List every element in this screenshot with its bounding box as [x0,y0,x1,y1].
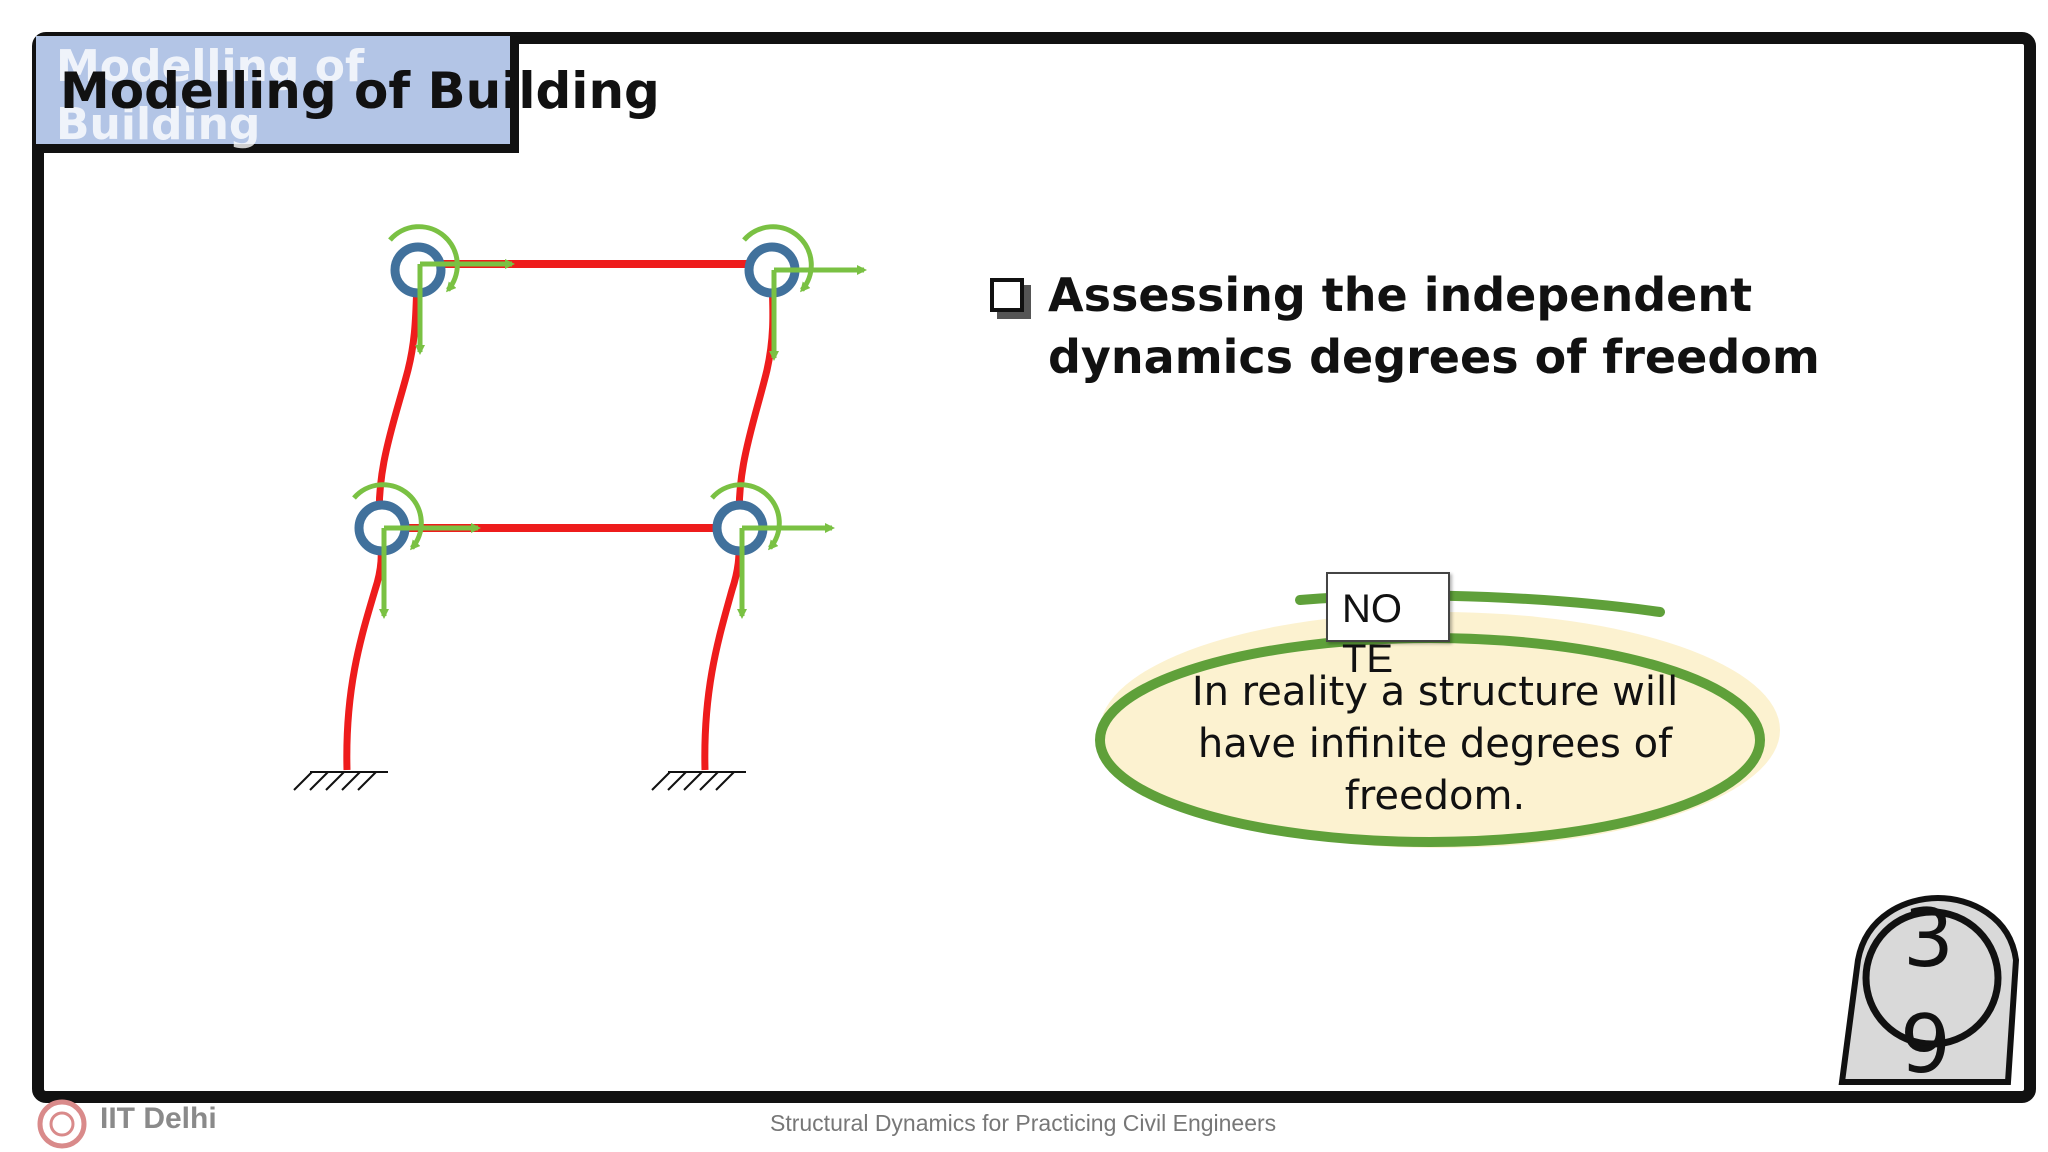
rotation-arrow-icon [388,224,460,293]
rotation-arrow-icon [742,224,814,293]
slide-title: Modelling of Building [60,62,660,120]
title-shadow-text: Modelling of Building [56,41,365,150]
title-box: Modelling of Building [36,36,519,153]
note-text: In reality a structure will have infinit… [1191,669,1679,819]
slide-frame [32,32,2036,1103]
fixed-support-icon [293,771,388,791]
svg-text:3: 3 [1903,892,1954,985]
node-top-right [742,224,867,361]
rotation-arrow-icon [352,482,424,551]
svg-text:9: 9 [1900,998,1951,1091]
rotation-arrow-icon [710,482,782,551]
square-bullet-icon [990,278,1024,312]
footer-institute: IIT Delhi [100,1102,217,1135]
fixed-support-icon [651,771,746,791]
node-mid-left [352,482,481,619]
node-top-left [388,224,515,355]
note-tab-label: NOTE [1342,587,1402,681]
node-mid-right [710,482,835,619]
footer-course-title: Structural Dynamics for Practicing Civil… [770,1110,1277,1136]
note-tab: NOTE [1326,572,1450,681]
bullet-text: Assessing the independent dynamics degre… [1048,268,1820,384]
